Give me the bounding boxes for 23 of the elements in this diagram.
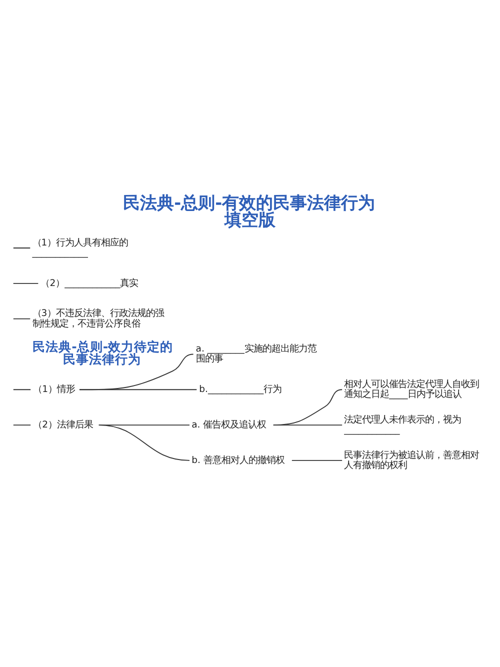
node-text: a. 催告权及追认权 (192, 418, 266, 430)
connector (98, 424, 190, 460)
diagram-title: 民法典-总则-有效的民事法律行为填空版 (123, 192, 376, 229)
node-text: （2）____________真实 (40, 277, 138, 288)
connector (12, 318, 31, 319)
node-text: 相对人可以催告法定代理人自收到通知之日起____日内予以追认 (344, 378, 480, 400)
connector (12, 282, 39, 284)
connector (12, 247, 31, 248)
node-text: 法定代理人未作表示的，视为____________ (344, 414, 462, 435)
connector (272, 388, 343, 425)
connector (12, 388, 32, 390)
node-text: b.____________行为 (199, 384, 282, 394)
node-text: 民事法律行为被追认前，善意相对人有撤销的权利 (344, 449, 480, 470)
node-text: （1）情形 (33, 384, 76, 394)
connector (79, 388, 198, 390)
node-text: （1）行为人具有相应的____________ (32, 236, 128, 258)
connector (12, 424, 32, 425)
node-text: a. ________实施的超出能力范围的事 (196, 343, 316, 364)
label: 民法典-总则-效力待定的民事法律行为 (32, 338, 174, 366)
node-text: b. 善意相对人的撤销权 (192, 454, 284, 466)
connector (272, 424, 343, 425)
node-text: （3）不违反法律、行政法规的强制性规定，不违背公序良俗 (32, 308, 164, 329)
node-text: （2）法律后果 (33, 418, 94, 430)
